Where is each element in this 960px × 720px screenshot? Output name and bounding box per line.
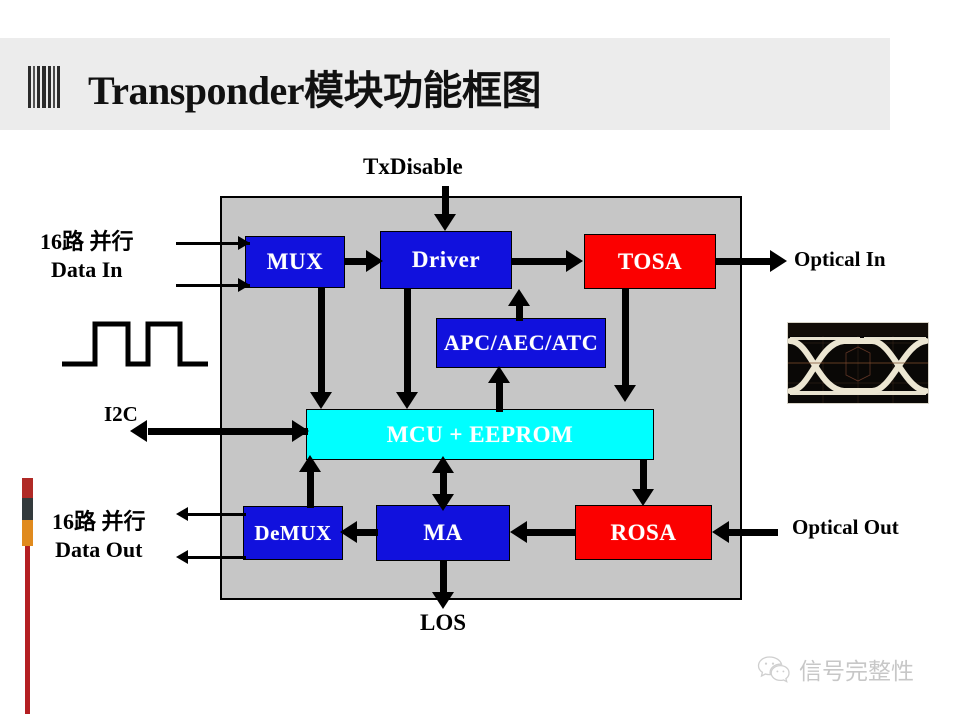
block-ma[interactable]: MA xyxy=(376,505,510,561)
accent-segment-dark xyxy=(22,498,33,520)
accent-segment-line xyxy=(25,546,30,714)
label-data-out-line1: 16路 并行 xyxy=(52,509,146,534)
arrowhead-mcu-apc xyxy=(488,366,510,383)
eye-diagram-image xyxy=(787,322,929,404)
label-optical-in: Optical In xyxy=(794,247,886,271)
arrowhead-mux-mcu xyxy=(310,392,332,409)
connector-mux-driver xyxy=(345,258,375,265)
connector-ma-los xyxy=(440,561,447,603)
arrowhead-datain-bottom xyxy=(238,278,250,292)
page-title: Transponder模块功能框图 xyxy=(88,68,542,113)
arrowhead-tosa-mcu xyxy=(614,385,636,402)
arrowhead-driver-mcu xyxy=(396,392,418,409)
block-mcu-eeprom[interactable]: MCU + EEPROM xyxy=(306,409,654,460)
block-mux[interactable]: MUX xyxy=(245,236,345,288)
connector-driver-mcu xyxy=(404,289,411,398)
connector-mux-mcu xyxy=(318,288,325,398)
arrowhead-mux-driver xyxy=(366,250,383,272)
label-data-out: 16路 并行 Data Out xyxy=(52,508,146,563)
accent-segment-red xyxy=(22,478,33,498)
connector-mcu-apc xyxy=(496,380,503,412)
arrowhead-mcu-to-ma xyxy=(432,494,454,511)
arrowhead-rosa-ma xyxy=(510,521,527,543)
connector-datain-top xyxy=(176,242,250,245)
connector-dataout-top xyxy=(186,513,246,516)
block-driver[interactable]: Driver xyxy=(380,231,512,289)
arrowhead-dataout-top xyxy=(176,507,188,521)
watermark-text: 信号完整性 xyxy=(799,659,914,685)
arrowhead-demux-mcu xyxy=(299,455,321,472)
arrowhead-apc-driver xyxy=(508,289,530,306)
header-band xyxy=(0,38,890,130)
accent-segment-orange xyxy=(22,520,33,546)
block-tosa[interactable]: TOSA xyxy=(584,234,716,289)
arrowhead-txdisable-driver xyxy=(434,214,456,231)
label-txdisable: TxDisable xyxy=(363,154,463,179)
connector-tosa-opticalin xyxy=(716,258,778,265)
arrowhead-i2c-to-mcu xyxy=(292,420,309,442)
connector-demux-mcu xyxy=(307,466,314,508)
block-apc-aec-atc[interactable]: APC/AEC/ATC xyxy=(436,318,606,368)
label-data-in-line1: 16路 并行 xyxy=(40,229,134,254)
connector-mcu-ma xyxy=(440,464,447,504)
connector-ma-demux xyxy=(348,529,378,536)
square-wave-icon xyxy=(62,321,208,367)
block-rosa[interactable]: ROSA xyxy=(575,505,712,560)
arrowhead-mcu-to-i2c xyxy=(130,420,147,442)
arrowhead-datain-top xyxy=(238,236,250,250)
arrowhead-mcu-rosa xyxy=(632,489,654,506)
arrowhead-ma-to-mcu xyxy=(432,456,454,473)
arrowhead-opticalout-rosa xyxy=(712,521,729,543)
connector-i2c-mcu xyxy=(148,428,308,435)
connector-driver-tosa xyxy=(512,258,574,265)
connector-mcu-rosa xyxy=(640,460,647,500)
connector-txdisable-driver xyxy=(442,186,449,221)
connector-apc-driver xyxy=(516,297,523,321)
barcode-icon xyxy=(28,66,70,108)
label-data-in-line2: Data In xyxy=(51,256,123,282)
label-data-in: 16路 并行 Data In xyxy=(40,228,134,283)
wechat-icon xyxy=(757,656,790,683)
watermark: 信号完整性 xyxy=(757,652,914,686)
left-accent-bar xyxy=(22,478,33,714)
label-optical-out: Optical Out xyxy=(792,515,899,539)
arrowhead-ma-demux xyxy=(340,521,357,543)
connector-dataout-bottom xyxy=(186,556,246,559)
arrowhead-tosa-opticalin xyxy=(770,250,787,272)
arrowhead-dataout-bottom xyxy=(176,550,188,564)
arrowhead-driver-tosa xyxy=(566,250,583,272)
connector-datain-bottom xyxy=(176,284,250,287)
connector-opticalout-rosa xyxy=(722,529,778,536)
arrowhead-ma-los xyxy=(432,592,454,609)
connector-rosa-ma xyxy=(516,529,576,536)
connector-tosa-mcu xyxy=(622,289,629,389)
label-data-out-line2: Data Out xyxy=(55,536,143,562)
block-demux[interactable]: DeMUX xyxy=(243,506,343,560)
label-los: LOS xyxy=(420,610,467,635)
